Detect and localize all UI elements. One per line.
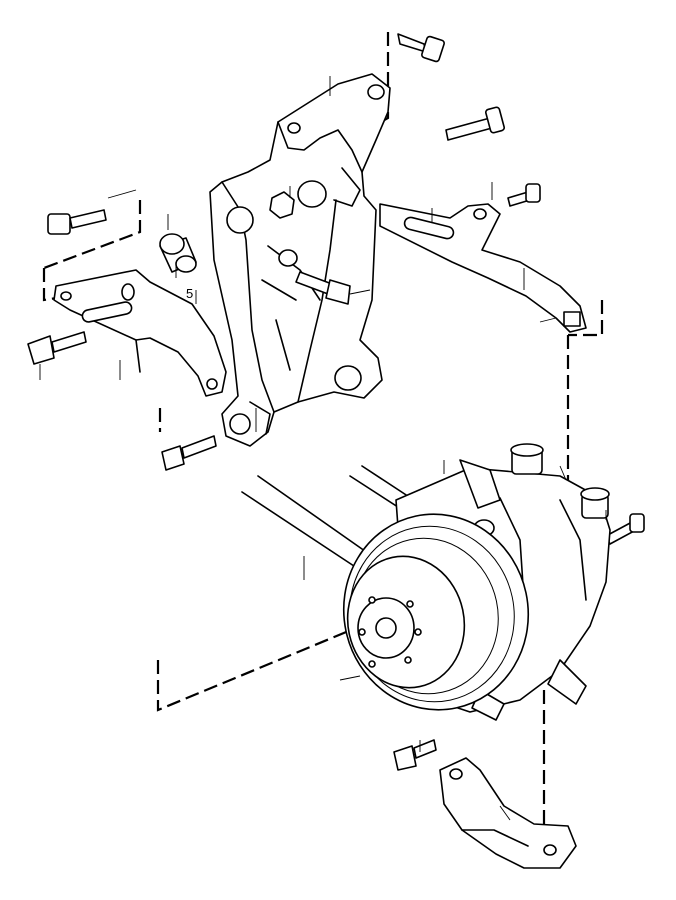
callout-label: 5 [186, 286, 193, 301]
bolt-compressor-right [605, 513, 645, 545]
bolt-compressor-lower [393, 739, 437, 771]
right-slotted-bracket [379, 203, 587, 333]
bolt-center [295, 271, 351, 305]
hex-nut [269, 191, 295, 219]
clutch-pulley [342, 513, 530, 711]
rubber-bushing [159, 233, 197, 273]
lower-compressor-bracket [439, 757, 577, 869]
bolt-left-flange [27, 331, 87, 365]
left-slotted-bracket [53, 269, 227, 397]
bolt-left-upper [47, 209, 107, 235]
leader-lines [39, 76, 607, 821]
bolt-top-right [445, 106, 505, 141]
engine-mounting-bracket [209, 73, 391, 447]
bolt-top [397, 33, 445, 63]
bolt-right-small [507, 183, 541, 207]
bolt-lower-left [161, 435, 217, 471]
